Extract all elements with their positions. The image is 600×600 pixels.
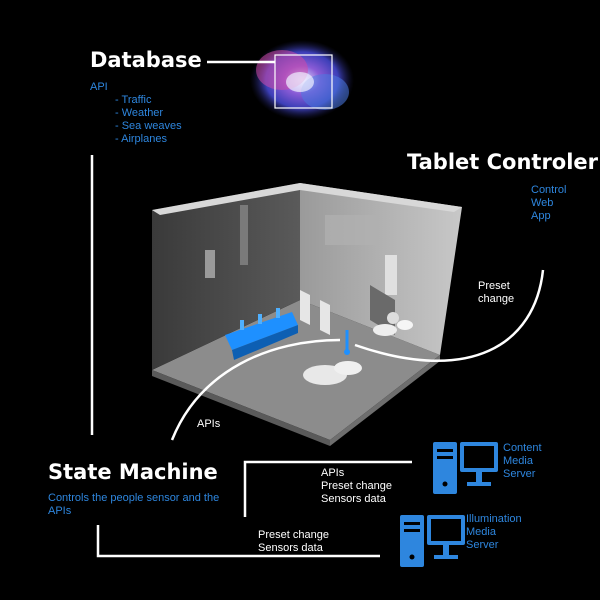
content-flow-sensors-data: Sensors data [321,493,386,505]
content-flow-labels: APIs Preset change Sensors data [321,467,392,506]
illumination-server-line-3: Server [466,539,499,551]
content-flow-preset-change: Preset change [321,480,392,492]
database-title: Database [90,48,202,72]
illumination-flow-labels: Preset change Sensors data [258,529,329,555]
state-machine-title: State Machine [48,460,218,484]
illumination-server-line-2: Media [466,526,496,538]
illumination-server-label: Illumination Media Server [466,513,522,552]
preset-change-line-2: change [478,293,515,305]
preset-change-line-1: Preset [478,280,510,292]
apis-connector-arc [170,338,341,441]
content-server-line-2: Media [503,455,533,467]
illumination-flow-sensors-data: Sensors data [258,542,323,554]
database-api-list: - Traffic - Weather - Sea weaves - Airpl… [115,94,182,146]
state-machine-description: Controls the people sensor and the APIs [48,492,220,517]
content-server-line-1: Content [503,442,542,454]
database-cloud-image [250,40,354,120]
content-server-line-3: Server [503,468,536,480]
illumination-server-line [96,525,380,558]
tablet-line-app: App [531,210,551,222]
database-api-label: API [90,81,108,93]
api-item-traffic: - Traffic [115,94,152,106]
illumination-flow-preset-change: Preset change [258,529,329,541]
preset-change-label: Preset change [478,280,514,306]
tablet-description: Control Web App [531,184,566,223]
illumination-server-icon [400,515,465,567]
content-server-icon [433,442,498,494]
tablet-connector-arc [354,269,545,362]
room-illustration [152,183,462,446]
tablet-line-control: Control [531,184,567,196]
content-server-label: Content Media Server [503,442,542,481]
tablet-title: Tablet Controler [407,150,599,174]
illumination-server-line-1: Illumination [466,513,522,525]
tablet-line-web: Web [531,197,554,209]
api-item-weather: - Weather [115,107,164,119]
content-server-line [243,460,412,517]
api-item-airplanes: - Airplanes [115,133,167,145]
api-item-sea-weaves: - Sea weaves [115,120,182,132]
content-flow-apis: APIs [321,467,345,479]
apis-label: APIs [197,418,221,430]
